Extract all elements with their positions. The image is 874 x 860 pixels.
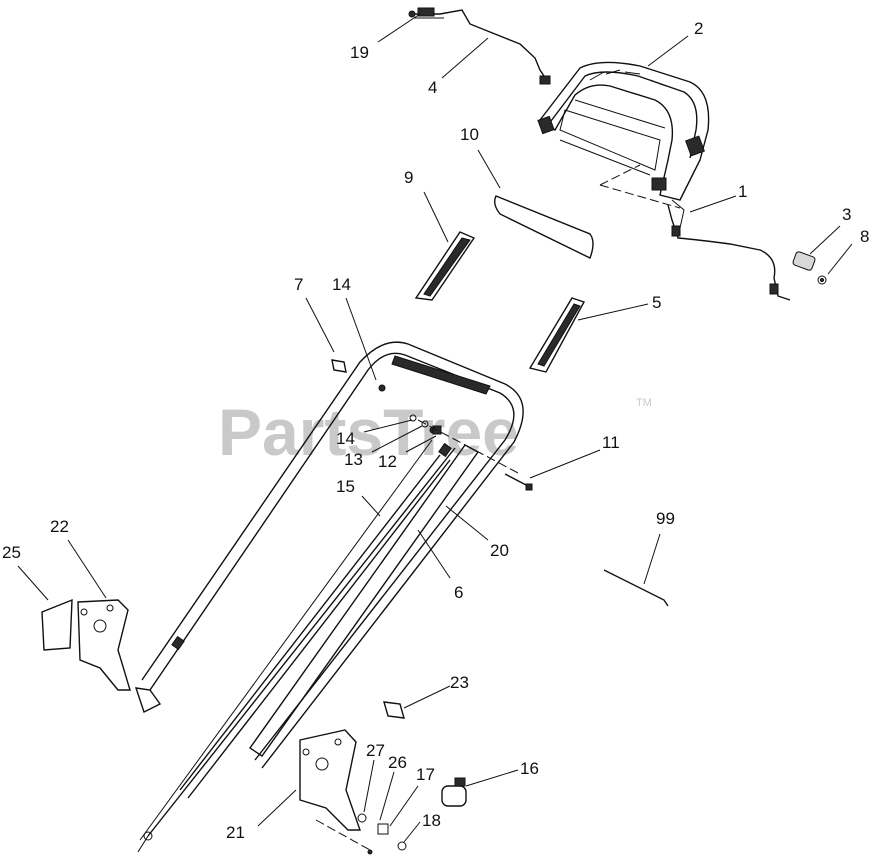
callout-labels: 19 4 2 10 9 1 3 8 5 7 14 14 13 12 11 15 … [2, 19, 869, 842]
watermark-trademark: TM [636, 397, 652, 409]
callout-21: 21 [226, 823, 245, 842]
callout-8: 8 [860, 227, 869, 246]
callout-14: 14 [336, 429, 355, 448]
callout-15: 15 [336, 477, 355, 496]
part-25-decal [41, 598, 73, 651]
part-upper-handle [134, 341, 524, 769]
callout-12: 12 [378, 452, 397, 471]
part-control-rod [410, 7, 551, 85]
part-16-knob [441, 777, 467, 807]
callout-17: 17 [416, 765, 435, 784]
callout-6: 6 [454, 583, 463, 602]
part-9-grip [414, 231, 476, 301]
part-23-clip [383, 701, 405, 719]
part-11-bolt [504, 473, 533, 491]
callout-10: 10 [460, 125, 479, 144]
callout-16: 16 [520, 759, 539, 778]
callout-3: 3 [842, 205, 851, 224]
part-bail-housing [537, 61, 710, 209]
callout-27: 27 [366, 741, 385, 760]
part-10-decal [493, 195, 594, 259]
callout-9: 9 [404, 168, 413, 187]
callout-26: 26 [388, 753, 407, 772]
part-cable [667, 199, 791, 301]
part-99-tie [603, 569, 669, 607]
part-5-grip [528, 297, 586, 373]
callout-25: 25 [2, 543, 21, 562]
callout-99: 99 [656, 509, 675, 528]
part-19-pin [408, 10, 416, 18]
callout-19: 19 [350, 43, 369, 62]
callout-11: 11 [602, 433, 620, 452]
part-21-bracket [299, 729, 371, 851]
callout-13: 13 [344, 450, 363, 469]
part-22-bracket [77, 599, 131, 691]
callout-1: 1 [738, 182, 747, 201]
part-8-nut [817, 275, 827, 285]
callout-4: 4 [428, 78, 437, 97]
watermark: PartsTree [218, 395, 519, 469]
callout-23: 23 [450, 673, 469, 692]
callout-7: 7 [294, 275, 303, 294]
callout-2: 2 [694, 19, 703, 38]
callout-20: 20 [490, 541, 509, 560]
callout-22: 22 [50, 517, 69, 536]
part-hardware-17-27 [357, 813, 407, 855]
part-lower-handle [137, 439, 480, 853]
callout-14-top: 14 [332, 275, 351, 294]
callout-5: 5 [652, 293, 661, 312]
leader-lines [17, 13, 853, 843]
part-7-clip [331, 359, 347, 373]
callout-18: 18 [422, 811, 441, 830]
part-3-spacer [792, 251, 816, 271]
